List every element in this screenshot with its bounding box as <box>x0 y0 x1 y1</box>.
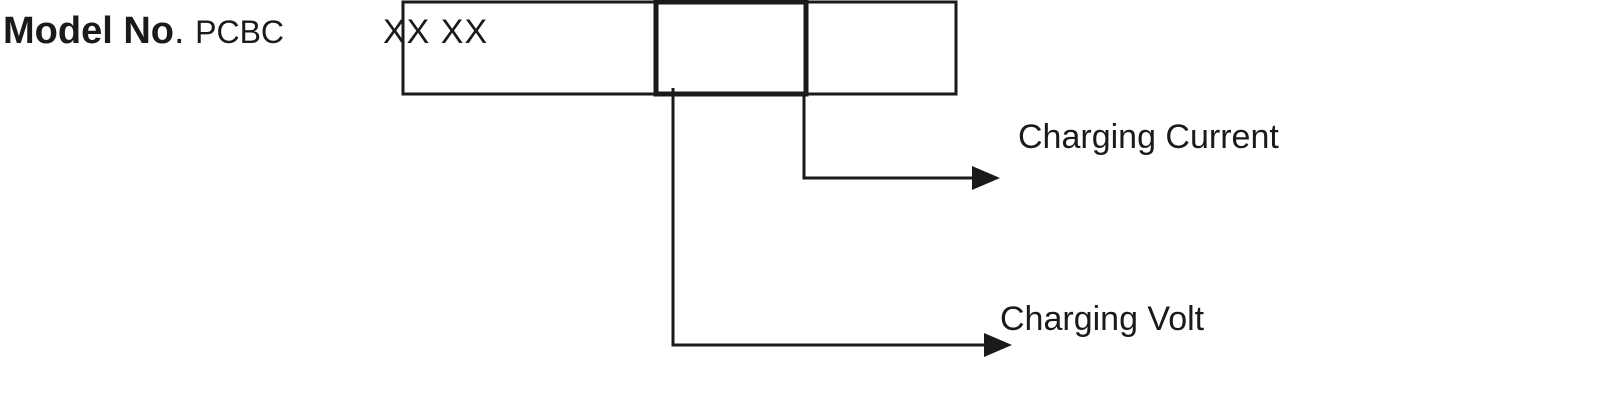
model-number-heading: Model No. PCBC <box>3 12 284 50</box>
charging-current-label: Charging Current <box>1018 118 1279 156</box>
volt-arrowhead <box>984 333 1012 357</box>
current-connector-line <box>802 94 976 180</box>
model-number-dot: . <box>173 10 185 52</box>
code-box-volt <box>653 0 809 97</box>
current-arrowhead <box>972 166 1000 190</box>
volt-connector-line <box>671 88 988 347</box>
model-number-label: Model No <box>3 10 174 52</box>
code-box-series <box>401 0 658 96</box>
model-code-placeholder: XX XX <box>383 13 489 51</box>
charging-volt-label: Charging Volt <box>1000 300 1205 338</box>
code-box-current <box>804 0 958 96</box>
model-prefix: PCBC <box>195 14 285 50</box>
